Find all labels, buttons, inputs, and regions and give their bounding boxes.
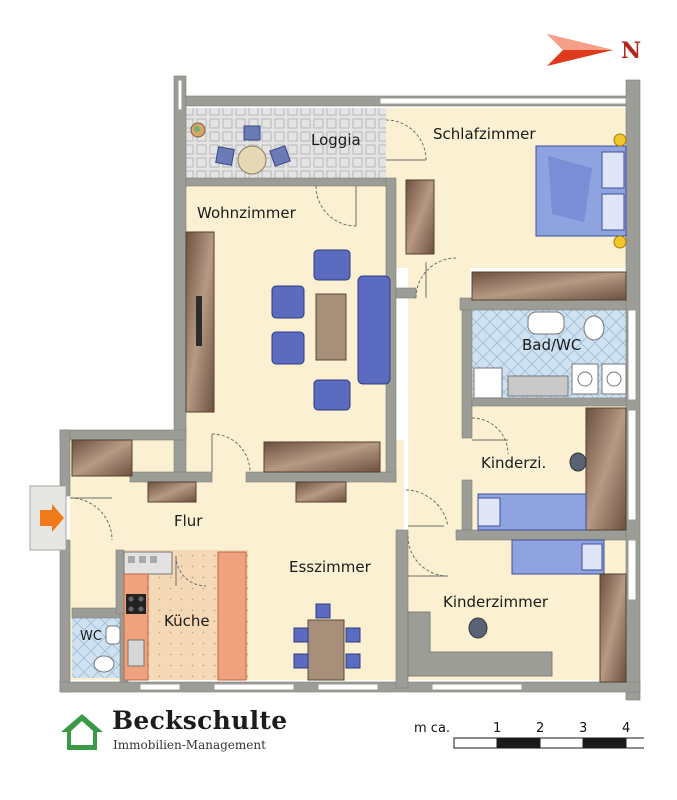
door-swings: [69, 119, 509, 587]
kids-room-2-furniture: [407, 539, 627, 683]
scale-tick-label: 3: [579, 721, 587, 736]
kids-room-1-furniture: [477, 407, 627, 531]
dining-furniture: [293, 603, 361, 681]
scale-segments: [453, 737, 644, 749]
scale-tick-label: 2: [536, 721, 544, 736]
label-wc: WC: [80, 629, 102, 644]
label-loggia: Loggia: [311, 131, 361, 149]
label-kueche: Küche: [164, 612, 210, 630]
wc-furniture: [93, 625, 121, 673]
loggia-furniture: [190, 122, 291, 175]
label-kinderzi: Kinderzi.: [481, 454, 546, 472]
scale-segment: [582, 737, 627, 749]
compass: N: [547, 34, 641, 66]
scale-segment: [453, 737, 498, 749]
scale-bar: m ca. 12345: [414, 721, 644, 749]
bathroom-furniture: [473, 311, 627, 399]
room-labels: Loggia Schlafzimmer Wohnzimmer Bad/WC Ki…: [80, 125, 581, 644]
scale-ticks: 12345: [493, 721, 630, 736]
entrance: [29, 485, 67, 551]
scale-tick-label: 4: [622, 721, 630, 736]
label-wohnzimmer: Wohnzimmer: [197, 204, 297, 222]
label-flur: Flur: [174, 512, 203, 530]
scale-tick-label: 1: [493, 721, 501, 736]
brand-name: Beckschulte: [112, 706, 288, 735]
entrance-arrow-icon: [40, 504, 64, 532]
scale-segment: [539, 737, 584, 749]
label-schlafzimmer: Schlafzimmer: [433, 125, 536, 143]
scale-prefix: m ca.: [414, 721, 450, 736]
label-bad-wc: Bad/WC: [522, 336, 581, 354]
compass-label: N: [621, 38, 641, 64]
house-logo-icon: [61, 714, 103, 750]
label-kinderzimmer: Kinderzimmer: [443, 593, 549, 611]
living-room-furniture: [147, 231, 391, 503]
label-esszimmer: Esszimmer: [289, 558, 372, 576]
kitchen-furniture: [123, 551, 247, 681]
bedroom-furniture: [405, 133, 627, 301]
scale-segment: [625, 737, 644, 749]
windows: [139, 79, 637, 691]
scale-segment: [496, 737, 541, 749]
hallway-furniture: [71, 439, 133, 477]
brand-subtitle: Immobilien-Management: [113, 738, 266, 752]
